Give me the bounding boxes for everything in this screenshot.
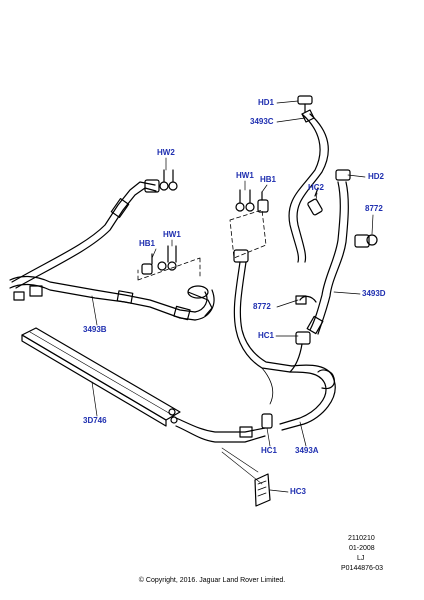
label-hw1-top: HW1: [236, 171, 254, 180]
oil-cooler: [21, 327, 181, 427]
label-hc3: HC3: [290, 487, 307, 496]
reference-line-3: LJ: [357, 555, 365, 562]
hose-3493c: [288, 95, 329, 263]
clip-hc3: [221, 447, 271, 507]
label-3493c: 3493C: [250, 117, 274, 126]
hose-3493a: [261, 331, 336, 431]
label-8772-mid: 8772: [253, 302, 271, 311]
label-hc2: HC2: [308, 183, 325, 192]
label-hd2: HD2: [368, 172, 385, 181]
clip-hc2: [307, 187, 323, 216]
leader-lines: [91, 100, 374, 493]
label-3493b: 3493B: [83, 325, 107, 334]
label-hc1-bottom: HC1: [261, 446, 278, 455]
label-3493a: 3493A: [295, 446, 319, 455]
hose-3493d: [295, 169, 378, 335]
center-pipe: [233, 249, 293, 373]
fittings-hw2: [144, 169, 178, 193]
label-3d746: 3D746: [83, 416, 107, 425]
label-hb1-left: HB1: [139, 239, 156, 248]
label-hc1-top: HC1: [258, 331, 275, 340]
label-8772-right: 8772: [365, 204, 383, 213]
fittings-left: [137, 245, 213, 317]
reference-line-2: 01-2008: [349, 545, 375, 552]
fittings-top-middle: [229, 189, 269, 259]
reference-line-1: 2110210: [348, 535, 375, 542]
label-3493d: 3493D: [362, 289, 386, 298]
label-hd1: HD1: [258, 98, 275, 107]
cooler-lower-pipes: [175, 417, 266, 443]
copyright-notice: © Copyright, 2016. Jaguar Land Rover Lim…: [138, 577, 286, 584]
label-hb1-top: HB1: [260, 175, 277, 184]
label-hw1-left: HW1: [163, 230, 181, 239]
reference-line-4: P0144876-03: [341, 565, 384, 572]
hose-3493b: [9, 181, 215, 321]
label-hw2: HW2: [157, 148, 175, 157]
